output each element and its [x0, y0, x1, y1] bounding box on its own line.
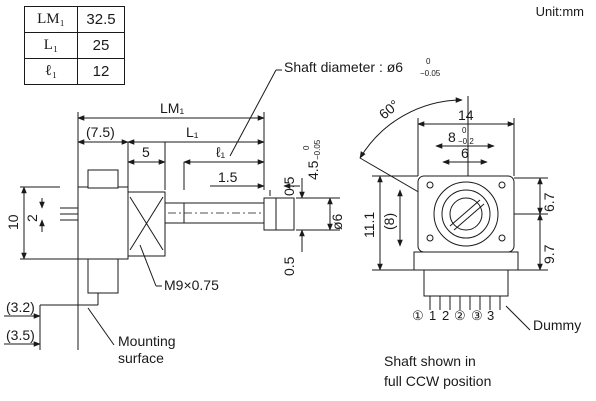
table-key: LM₁: [24, 6, 78, 33]
dim-8-tol-bottom: −0.2: [458, 137, 474, 146]
dim-5: 5: [142, 144, 150, 160]
front-view: [359, 96, 548, 331]
dim-6: 6: [461, 145, 469, 161]
shaft-tol-bottom: −0.05: [420, 69, 441, 78]
shaft-diameter-label: Shaft diameter : ø6: [284, 59, 403, 75]
dim-3-5: (3.5): [6, 327, 35, 343]
dummy-label: Dummy: [533, 317, 581, 333]
dim-1-5: 1.5: [218, 169, 238, 185]
dim-14: 14: [458, 107, 474, 123]
shaft-note-line2: full CCW position: [384, 373, 491, 389]
dimension-table: LM₁ 32.5 L₁ 25 ℓ₁ 12: [24, 6, 125, 85]
dim-8-paren: (8): [381, 213, 397, 230]
dim-ell1: ℓ₁: [216, 144, 226, 160]
shaft-tol-top: 0: [426, 57, 431, 66]
dim-phi6: ø6: [329, 213, 345, 230]
table-value: 25: [77, 32, 125, 59]
table-value: 32.5: [77, 6, 125, 33]
dim-4-5-tol-bottom: −0.05: [313, 139, 322, 160]
shaft-note-line1: Shaft shown in: [384, 353, 476, 369]
dim-2: 2: [24, 214, 40, 222]
mounting-surface-line1: Mounting: [118, 333, 176, 349]
mounting-surface-line2: surface: [118, 350, 164, 366]
dim-lm1: LM₁: [160, 100, 184, 116]
unit-label: Unit:mm: [535, 4, 584, 19]
table-value: 12: [77, 58, 125, 85]
pin-label: ②: [454, 308, 466, 323]
pin-label: ③: [471, 308, 483, 323]
dim-9-7: 9.7: [541, 244, 557, 264]
pin-label: 1: [429, 308, 436, 323]
pin-label: 2: [442, 308, 449, 323]
dim-0-5-bottom: 0.5: [281, 256, 297, 276]
dim-4-5-tol-top: 0: [302, 145, 311, 150]
dim-4-5: 4.5: [305, 160, 321, 180]
table-key: L₁: [24, 32, 78, 59]
pin-label: ①: [412, 308, 424, 323]
dim-l1: L₁: [186, 124, 199, 140]
thread-label: M9×0.75: [164, 277, 219, 293]
pin-label: 3: [487, 308, 494, 323]
dim-0-5-top: 0.5: [281, 176, 297, 196]
dim-11-1: 11.1: [361, 212, 377, 238]
table-row: ℓ₁ 12: [24, 58, 125, 85]
side-view: [4, 69, 340, 350]
dim-8-tol-top: 0: [462, 126, 467, 135]
dim-6-7: 6.7: [541, 192, 557, 212]
dim-10: 10: [5, 214, 21, 230]
dim-3-2: (3.2): [6, 299, 35, 315]
table-row: LM₁ 32.5: [24, 6, 125, 33]
dim-8: 8: [448, 129, 456, 145]
dim-7-5: (7.5): [86, 124, 115, 140]
table-row: L₁ 25: [24, 32, 125, 59]
